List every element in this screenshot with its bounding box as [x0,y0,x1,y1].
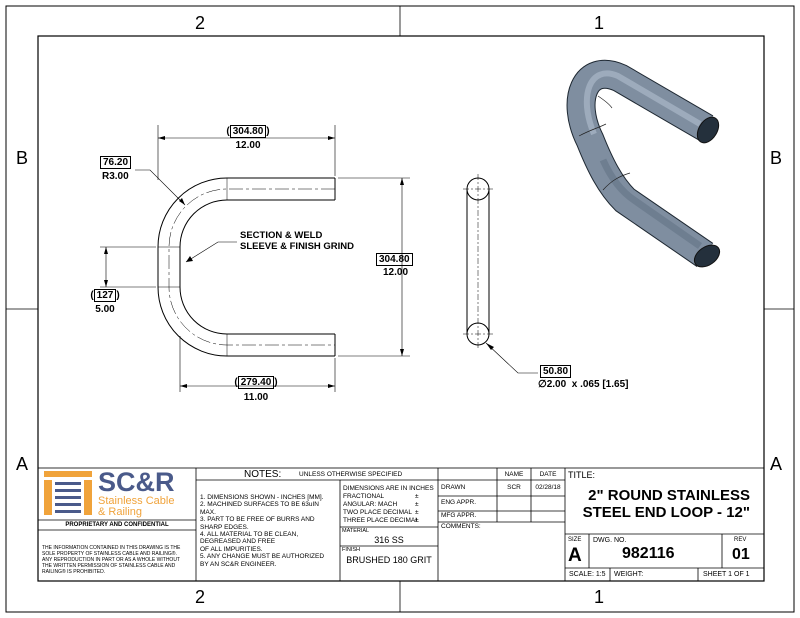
scale-value: SCALE: 1:5 [569,571,606,578]
size-label: SIZE [568,537,582,543]
title-block-lines [37,467,765,582]
tolerance-fractional: FRACTIONAL [343,493,385,500]
dim-tube-wall: x .065 [1.65] [571,379,629,390]
dwg-no-label: DWG. NO. [593,537,627,544]
loop-side-view [463,174,538,374]
zone-label-right-a: A [770,454,783,474]
zone-label-right-b: B [770,148,783,168]
size-value: A [568,545,582,566]
pm-symbol-3: ± [415,509,419,516]
loop-front-view [157,177,336,357]
loop-isometric-view [566,59,721,268]
drawn-label: DRAWN [441,484,466,491]
comments-label: COMMENTS: [441,523,481,530]
mfg-appr-label: MFG APPR. [441,512,477,519]
pm-symbol-4: ± [415,517,419,524]
sheet-value: SHEET 1 OF 1 [703,571,750,578]
logo-mark [44,471,92,515]
notes-subheading: UNLESS OTHERWISE SPECIFIED [299,471,403,478]
proprietary-label: PROPRIETARY AND CONFIDENTIAL [65,522,169,528]
dim-bottom-width-mm: (279.40) [234,376,278,389]
rev-value: 01 [732,546,750,563]
name-header: NAME [504,471,524,478]
date-header: DATE [539,471,557,478]
title-label: TITLE: [568,470,596,480]
tolerance-angular: ANGULAR: MACH [343,501,398,508]
logo-line2: & Railing [98,506,143,518]
drawing-title-line2: STEEL END LOOP - 12" [582,504,750,521]
finish-label: FINISH [342,547,361,553]
dim-radius-in: R3.00 [102,171,129,182]
diameter-symbol: ∅ [538,379,547,390]
zone-label-left-a: A [16,454,29,474]
logo-line1: Stainless Cable [98,495,175,507]
pm-symbol-1: ± [415,493,419,500]
dimension-lines [100,125,410,392]
zone-label-top-2: 2 [195,13,206,33]
dim-height-in: 12.00 [383,267,409,278]
material-label: MATERIAL [342,528,370,534]
eng-appr-label: ENG APPR. [441,499,477,506]
drawn-name: SCR [507,484,521,491]
dim-radius-mm: 76.20 [100,156,132,169]
zone-ticks [6,6,794,612]
tube-dim-arrow [486,343,494,350]
notes-label: NOTES: [244,469,282,480]
dim-height-mm: 304.80 [376,253,413,266]
drawn-date: 02/28/18 [535,484,561,491]
tolerance-two-place: TWO PLACE DECIMAL [343,509,412,516]
dim-tube-in: ∅2.00 x .065 [1.65] [538,379,629,390]
dim-top-width-in: 12.00 [235,140,261,151]
tolerance-three-place: THREE PLACE DECIMAL [343,517,419,524]
callout-weld-line2: SLEEVE & FINISH GRIND [240,241,355,252]
logo-wordmark: SC&R [98,467,175,497]
material-value: 316 SS [374,535,404,545]
disclaimer-text: THE INFORMATION CONTAINED IN THIS DRAWIN… [42,545,181,575]
zone-label-bottom-2: 2 [195,587,206,607]
weight-label: WEIGHT: [614,571,644,578]
notes-list: 1. DIMENSIONS SHOWN - INCHES [MM]. 2. MA… [200,494,325,568]
finish-value: BRUSHED 180 GRIT [346,555,432,565]
zone-label-left-b: B [16,148,29,168]
dim-top-width-mm: (304.80) [226,125,270,138]
callout-weld-line1: SECTION & WELD [240,230,323,241]
drawing-title-line1: 2" ROUND STAINLESS [588,487,750,504]
zone-label-top-1: 1 [594,13,605,33]
dimension-arrows [104,136,404,388]
rev-label: REV [734,537,747,543]
tolerance-header: DIMENSIONS ARE IN INCHES [343,485,434,492]
zone-label-bottom-1: 1 [594,587,605,607]
dim-bottom-width-in: 11.00 [243,392,269,403]
dim-tube-mm: 50.80 [540,365,572,378]
dwg-no-value: 982116 [622,545,675,562]
dim-gap-in: 5.00 [95,304,115,315]
pm-symbol-2: ± [415,501,419,508]
dim-gap-mm: (127) [90,289,120,302]
